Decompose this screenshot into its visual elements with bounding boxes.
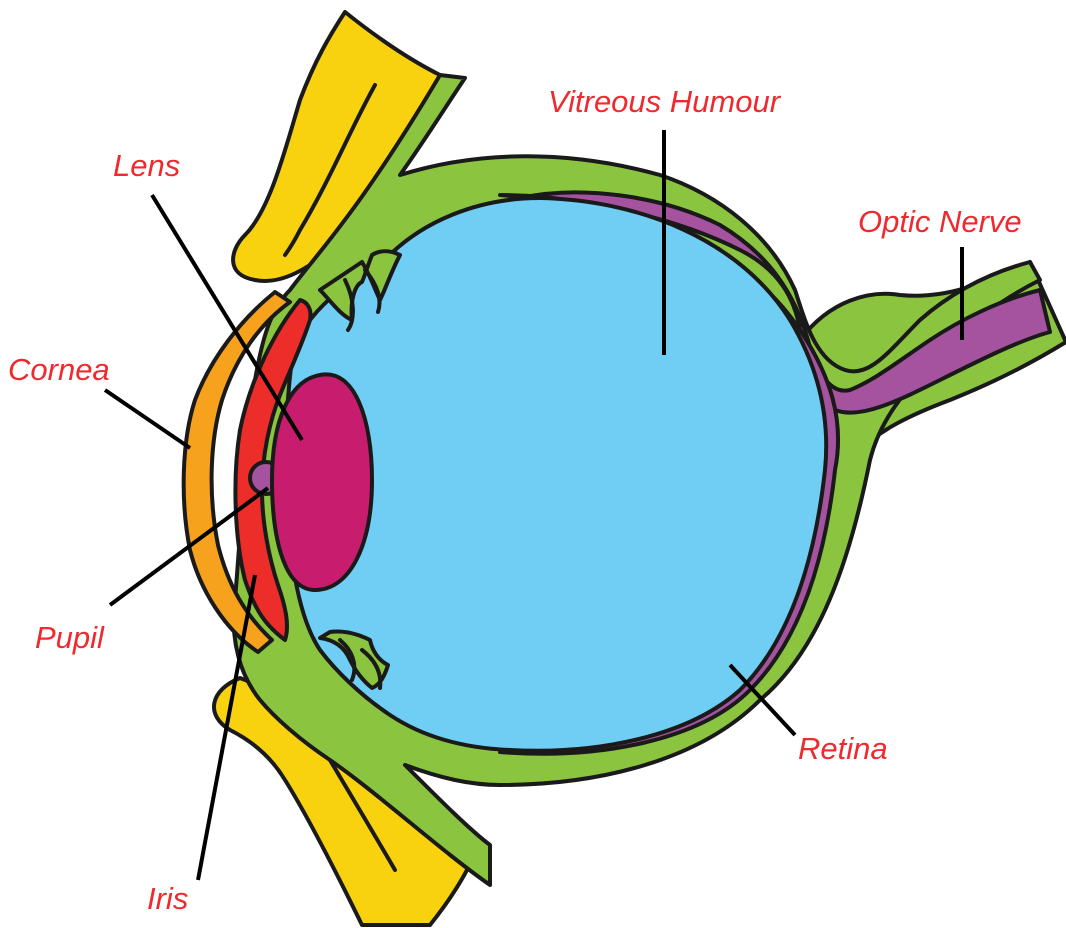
label-iris: Iris <box>147 883 188 914</box>
label-optic-nerve: Optic Nerve <box>858 206 1022 237</box>
lens <box>272 374 372 590</box>
label-pupil: Pupil <box>35 622 104 653</box>
label-retina: Retina <box>798 733 888 764</box>
label-lens: Lens <box>113 150 180 181</box>
label-vitreous-humour: Vitreous Humour <box>548 86 780 117</box>
label-cornea: Cornea <box>8 354 110 385</box>
leader-cornea <box>105 390 190 448</box>
